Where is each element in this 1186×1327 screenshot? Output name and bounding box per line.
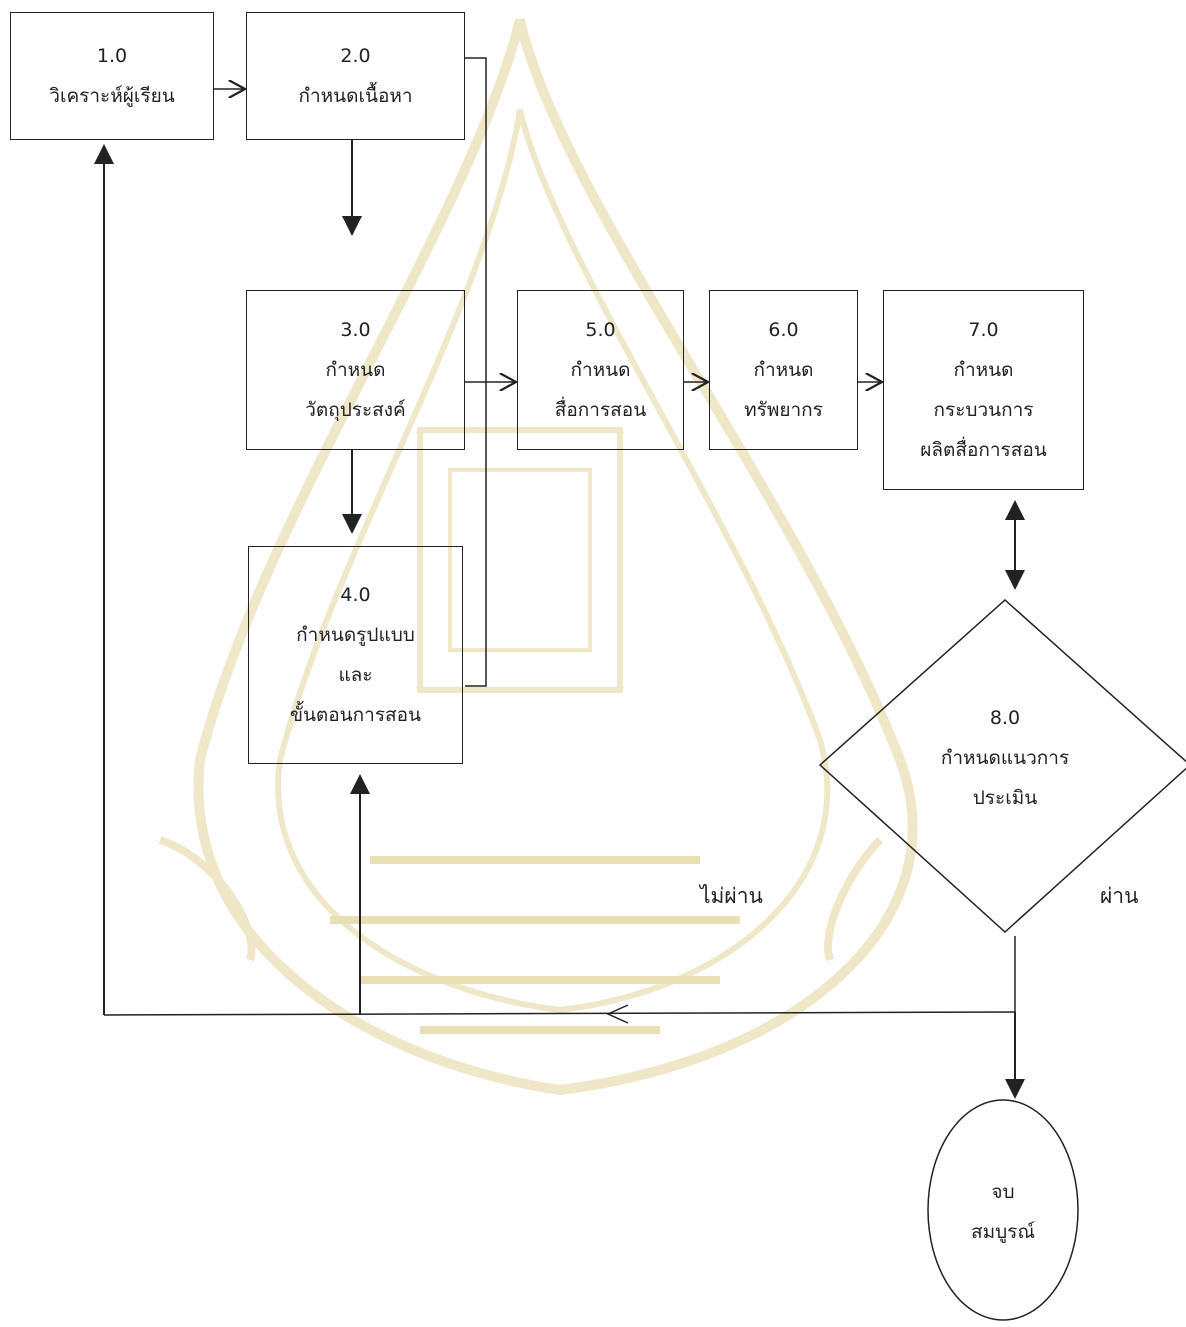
node-4-line-3: ขั้นตอนการสอน	[289, 704, 422, 726]
node-7-line-3: ผลิตสื่อการสอน	[920, 439, 1047, 461]
node-7-define-production-process: 7.0 กำหนด กระบวนการ ผลิตสื่อการสอน	[883, 290, 1084, 490]
node-5-number: 5.0	[585, 319, 616, 341]
fail-arrowhead	[606, 1004, 629, 1024]
node-6-line-2: ทรัพยากร	[744, 399, 823, 421]
node-2-line-1: กำหนดเนื้อหา	[298, 85, 413, 107]
node-1-number: 1.0	[96, 45, 128, 67]
node-2-define-content: 2.0 กำหนดเนื้อหา	[246, 12, 465, 140]
decision-diamond-8	[818, 598, 1186, 934]
node-4-define-format: 4.0 กำหนดรูปแบบ และ ขั้นตอนการสอน	[248, 546, 463, 764]
node-5-line-2: สื่อการสอน	[554, 399, 647, 421]
node-6-line-1: กำหนด	[753, 359, 814, 381]
node-2-number: 2.0	[340, 45, 371, 67]
node-3-line-1: กำหนด	[325, 359, 386, 381]
node-4-number: 4.0	[340, 584, 371, 606]
node-5-define-media: 5.0 กำหนด สื่อการสอน	[517, 290, 684, 450]
node-3-line-2: วัตถุประสงค์	[305, 399, 406, 421]
node-8-define-evaluation: 8.0 กำหนดแนวการ ประเมิน	[905, 698, 1105, 818]
node-3-number: 3.0	[340, 319, 371, 341]
edge-2-4-bracket	[465, 57, 487, 687]
end-line-1: จบ	[991, 1181, 1015, 1203]
node-1-line-1: วิเคราะห์ผู้เรียน	[49, 85, 175, 107]
node-8-line-1: กำหนดแนวการ	[940, 747, 1070, 769]
end-ellipse	[927, 1099, 1079, 1321]
edge-fail-return	[103, 1011, 1016, 1016]
end-line-2: สมบูรณ์	[970, 1221, 1035, 1243]
node-1-analyze-learners: 1.0 วิเคราะห์ผู้เรียน	[10, 12, 214, 140]
node-4-line-1: กำหนดรูปแบบ	[296, 624, 415, 646]
label-pass: ผ่าน	[1100, 884, 1139, 908]
node-4-line-2: และ	[338, 664, 373, 686]
node-7-line-2: กระบวนการ	[933, 399, 1034, 421]
node-8-number: 8.0	[989, 707, 1021, 729]
node-3-define-objectives: 3.0 กำหนด วัตถุประสงค์	[246, 290, 465, 450]
node-end-complete: จบ สมบูรณ์	[943, 1172, 1063, 1252]
node-5-line-1: กำหนด	[570, 359, 631, 381]
node-6-define-resources: 6.0 กำหนด ทรัพยากร	[709, 290, 858, 450]
node-6-number: 6.0	[768, 319, 799, 341]
node-8-line-2: ประเมิน	[972, 787, 1038, 809]
node-7-number: 7.0	[968, 319, 999, 341]
label-fail: ไม่ผ่าน	[700, 884, 763, 908]
node-7-line-1: กำหนด	[953, 359, 1014, 381]
